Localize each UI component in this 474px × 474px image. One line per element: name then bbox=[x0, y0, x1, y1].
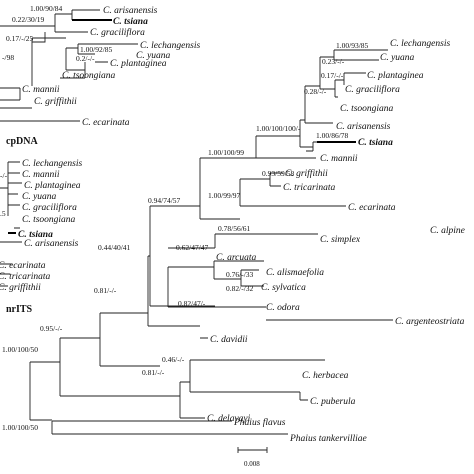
taxon-tricarinata: C. tricarinata bbox=[283, 183, 336, 193]
support-value: 0.82/47/- bbox=[178, 299, 206, 308]
taxon-simplex: C. simplex bbox=[320, 235, 361, 245]
nrits-taxon-tricarinata: C. tricarinata bbox=[0, 272, 51, 282]
support-value: 0.44/40/41 bbox=[98, 243, 131, 252]
cpdna-taxon-lechangensis: C. lechangensis bbox=[140, 41, 200, 51]
nrits-taxon-mannii: C. mannii bbox=[22, 170, 60, 180]
support-value: 0.78/56/61 bbox=[218, 224, 251, 233]
taxon-puberula: C. puberula bbox=[310, 397, 356, 407]
support-value: 1.00/100/100/- bbox=[256, 124, 301, 133]
support-value: 0.82/-/32 bbox=[226, 284, 254, 293]
support-value: 1.00/100/99 bbox=[208, 148, 244, 157]
taxon-sylvatica: C. sylvatica bbox=[261, 283, 306, 293]
nrits-support: -/- bbox=[0, 171, 8, 180]
cpdna-support: 1.00/92/85 bbox=[80, 45, 113, 54]
cpdna-taxon-arisanensis: C. arisanensis bbox=[103, 6, 158, 16]
taxon-phaius-flavus: Phaius flavus bbox=[233, 417, 286, 428]
taxon-yuana: C. yuana bbox=[380, 53, 415, 63]
taxon-odora: C. odora bbox=[266, 303, 300, 313]
taxon-tsiana: C. tsiana bbox=[358, 138, 393, 148]
cpdna-section-label: cpDNA bbox=[6, 136, 38, 147]
taxon-alismaefolia: C. alismaefolia bbox=[266, 267, 324, 278]
support-value: 1.00/100/50 bbox=[2, 423, 38, 432]
support-value: 0.28/-/- bbox=[304, 87, 327, 96]
cpdna-taxon-tsiana: C. tsiana bbox=[113, 17, 148, 27]
taxon-phaius-tankervilliae: Phaius tankervilliae bbox=[289, 434, 367, 444]
taxon-plantaginea: C. plantaginea bbox=[367, 71, 424, 81]
support-value: 0.81/-/- bbox=[94, 286, 117, 295]
taxon-arcuata: C. arcuata bbox=[216, 253, 257, 263]
cpdna-support: 0.17/-/25 bbox=[6, 34, 34, 43]
cpdna-taxon-plantaginea: C. plantaginea bbox=[110, 59, 167, 69]
support-value: 1.00/93/85 bbox=[336, 41, 369, 50]
taxon-delavayi: C. delavayi bbox=[207, 414, 251, 424]
cpdna-support: -/98 bbox=[2, 53, 14, 62]
cpdna-taxon-mannii: C. mannii bbox=[22, 85, 60, 95]
nrits-support: .5 bbox=[0, 209, 6, 218]
cpdna-support: 0.2/-/- bbox=[76, 54, 95, 63]
support-value: 0.76/-/33 bbox=[226, 270, 254, 279]
taxon-alpine: C. alpine bbox=[430, 226, 465, 236]
taxon-griffithii: C. griffithii bbox=[285, 168, 328, 179]
taxon-argenteostriata: C. argenteostriata bbox=[395, 317, 465, 327]
nrits-section-label: nrITS bbox=[6, 304, 33, 315]
nrits-tree: C. lechangensis C. mannii C. plantaginea… bbox=[0, 159, 82, 315]
cpdna-taxon-griffithii: C. griffithii bbox=[34, 96, 77, 107]
nrits-taxon-yuana: C. yuana bbox=[22, 192, 57, 202]
cpdna-support: 0.22/30/19 bbox=[12, 15, 45, 24]
support-value: 0.23/-/- bbox=[322, 57, 345, 66]
nrits-taxon-griffithii: C. griffithii bbox=[0, 282, 41, 293]
support-value: 0.93/59/58 bbox=[262, 169, 295, 178]
taxon-davidii: C. davidii bbox=[210, 335, 248, 345]
taxon-ecarinata: C. ecarinata bbox=[348, 203, 396, 213]
support-value: 0.81/-/- bbox=[142, 368, 165, 377]
nrits-taxon-arisanensis: C. arisanensis bbox=[24, 239, 79, 249]
scale-bar-label: 0.008 bbox=[244, 460, 260, 468]
cpdna-support: 1.00/90/84 bbox=[30, 4, 63, 13]
taxon-herbacea: C. herbacea bbox=[302, 371, 349, 381]
taxon-arisanensis: C. arisanensis bbox=[336, 122, 391, 132]
nrits-taxon-tsiana: C. tsiana bbox=[18, 230, 53, 240]
cpdna-taxon-ecarinata: C. ecarinata bbox=[82, 118, 130, 128]
cpdna-taxon-yuana: C. yuana bbox=[136, 51, 171, 61]
cpdna-taxon-tsoongiana: C. tsoongiana bbox=[62, 71, 116, 81]
taxon-mannii: C. mannii bbox=[320, 154, 358, 164]
cpdna-tree: C. arisanensis C. tsiana C. graciliflora… bbox=[0, 4, 200, 147]
support-value: 0.46/-/- bbox=[162, 355, 185, 364]
support-value: 1.00/100/50 bbox=[2, 345, 38, 354]
nrits-taxon-lechangensis: C. lechangensis bbox=[22, 159, 82, 169]
nrits-taxon-ecarinata: C. ecarinata bbox=[0, 261, 46, 271]
support-value: 1.00/86/78 bbox=[316, 131, 349, 140]
support-value: 1.00/99/97 bbox=[208, 191, 241, 200]
main-tree: C. lechangensis C. yuana C. plantaginea … bbox=[2, 39, 465, 468]
cpdna-taxon-graciliflora: C. graciliflora bbox=[90, 27, 145, 38]
nrits-taxon-tsoongiana: C. tsoongiana bbox=[22, 215, 76, 225]
support-value: 0.62/47/47 bbox=[176, 243, 209, 252]
taxon-tsoongiana: C. tsoongiana bbox=[340, 104, 394, 114]
taxon-graciliflora: C. graciliflora bbox=[345, 84, 400, 95]
support-value: 0.95/-/- bbox=[40, 324, 63, 333]
nrits-taxon-plantaginea: C. plantaginea bbox=[24, 181, 81, 191]
support-value: 0.94/74/57 bbox=[148, 196, 181, 205]
taxon-lechangensis: C. lechangensis bbox=[390, 39, 450, 49]
nrits-taxon-graciliflora: C. graciliflora bbox=[22, 202, 77, 213]
support-value: 0.17/-/- bbox=[321, 71, 344, 80]
